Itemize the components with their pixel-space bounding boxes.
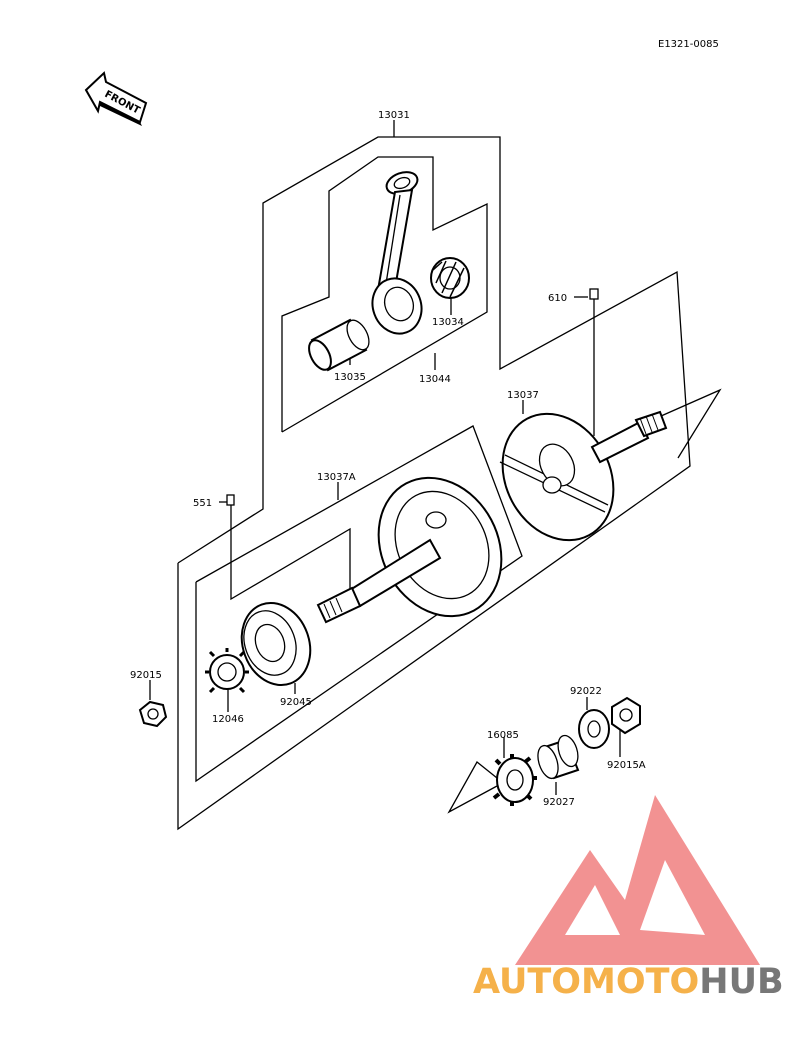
label-12046: 12046 bbox=[212, 714, 244, 725]
diagram-code: E1321-0085 bbox=[658, 39, 719, 50]
washer-92022 bbox=[578, 709, 610, 749]
gear-12046 bbox=[205, 648, 249, 694]
label-13034: 13034 bbox=[432, 317, 464, 328]
label-13044: 13044 bbox=[419, 374, 451, 385]
left-crankshaft bbox=[226, 476, 503, 624]
watermark-triangle-icon bbox=[515, 795, 760, 965]
gear-16085 bbox=[492, 754, 537, 806]
label-610: 610 bbox=[548, 293, 567, 304]
nut-92015 bbox=[138, 700, 168, 728]
label-92027: 92027 bbox=[543, 797, 575, 808]
label-551: 551 bbox=[193, 498, 212, 509]
part-labels: 13031 13034 13035 13044 610 13037 13037A… bbox=[130, 110, 646, 808]
nut-92015a bbox=[611, 696, 641, 735]
label-92022: 92022 bbox=[570, 686, 602, 697]
watermark-text: AUTOMOTOHUB bbox=[473, 962, 784, 1002]
label-13031: 13031 bbox=[378, 110, 410, 121]
collar-92027 bbox=[537, 734, 580, 780]
right-crank-web bbox=[499, 288, 668, 542]
label-92015: 92015 bbox=[130, 670, 162, 681]
label-92045: 92045 bbox=[280, 697, 312, 708]
label-13037: 13037 bbox=[507, 390, 539, 401]
crank-pin bbox=[308, 318, 370, 372]
label-16085: 16085 bbox=[487, 730, 519, 741]
connecting-rod bbox=[371, 171, 423, 335]
label-13035: 13035 bbox=[334, 372, 366, 383]
ball-bearing bbox=[240, 601, 312, 687]
front-arrow-icon: FRONT bbox=[84, 71, 148, 126]
label-13037a: 13037A bbox=[317, 472, 356, 483]
needle-bearing bbox=[430, 257, 470, 299]
label-92015a: 92015A bbox=[607, 760, 646, 771]
crankshaft-assembly-outline bbox=[177, 136, 691, 831]
watermark-logo bbox=[515, 795, 760, 965]
